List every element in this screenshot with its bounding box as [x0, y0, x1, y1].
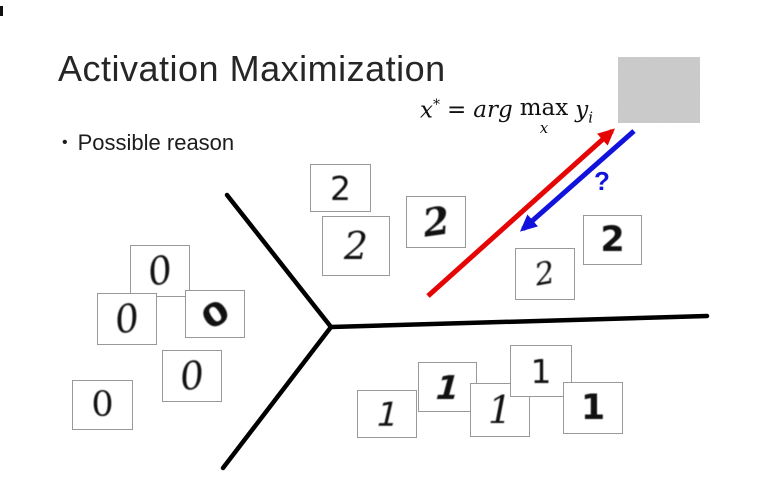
digit-box-two: 2 — [583, 215, 642, 265]
digit-glyph: 0 — [111, 295, 143, 343]
formula-equals: = — [446, 97, 467, 123]
digit-box-two: 2 — [322, 216, 390, 276]
blue-arrow — [520, 129, 636, 232]
digit-glyph: 1 — [371, 394, 403, 434]
digit-box-zero: 0 — [130, 245, 190, 297]
question-mark-label: ? — [594, 166, 610, 196]
bullet-icon: • — [62, 134, 68, 151]
digit-glyph: 2 — [343, 224, 369, 268]
digit-box-zero: 0 — [162, 350, 222, 402]
digit-glyph: 0 — [176, 352, 208, 400]
formula-arg: arg — [473, 97, 513, 123]
digit-box-zero: 0 — [72, 380, 133, 430]
digit-glyph: 0 — [91, 384, 114, 425]
digit-box-one: 1 — [357, 390, 417, 438]
boundary-line-lower-left — [220, 324, 334, 471]
digit-glyph: 1 — [487, 388, 513, 432]
digit-box-zero: 0 — [185, 290, 245, 338]
digit-glyph: 1 — [530, 351, 552, 391]
digit-box-two: 2 — [406, 196, 466, 248]
formula-yi: yi — [575, 97, 594, 127]
digit-box-two: 2 — [310, 164, 371, 212]
red-arrow — [426, 128, 615, 298]
formula-max-stack: max x — [519, 95, 569, 137]
digit-glyph: 2 — [330, 168, 351, 208]
bullet-item: • Possible reason — [62, 130, 234, 156]
slide-title: Activation Maximization — [58, 48, 446, 89]
digit-box-one: 1 — [510, 345, 572, 397]
video-edge-artifact — [0, 6, 3, 16]
bullet-text: Possible reason — [77, 130, 235, 155]
digit-box-one: 1 — [563, 382, 623, 434]
formula-argmax: x* = arg max x yi — [420, 97, 593, 136]
digit-glyph: 2 — [532, 254, 558, 293]
digit-glyph: 2 — [600, 219, 625, 260]
digit-glyph: 1 — [580, 387, 606, 428]
noise-image — [618, 57, 700, 123]
digit-box-one: 1 — [418, 362, 477, 412]
formula-x-star: x* — [420, 97, 440, 124]
digit-glyph: 1 — [430, 367, 465, 407]
digit-glyph: 0 — [143, 246, 177, 296]
digit-glyph: 2 — [419, 197, 453, 246]
boundary-line-upper-left — [224, 192, 334, 330]
boundary-line-right — [328, 313, 710, 330]
digit-box-zero: 0 — [97, 293, 157, 345]
digit-glyph: 0 — [193, 291, 237, 337]
digit-box-two: 2 — [515, 248, 575, 300]
